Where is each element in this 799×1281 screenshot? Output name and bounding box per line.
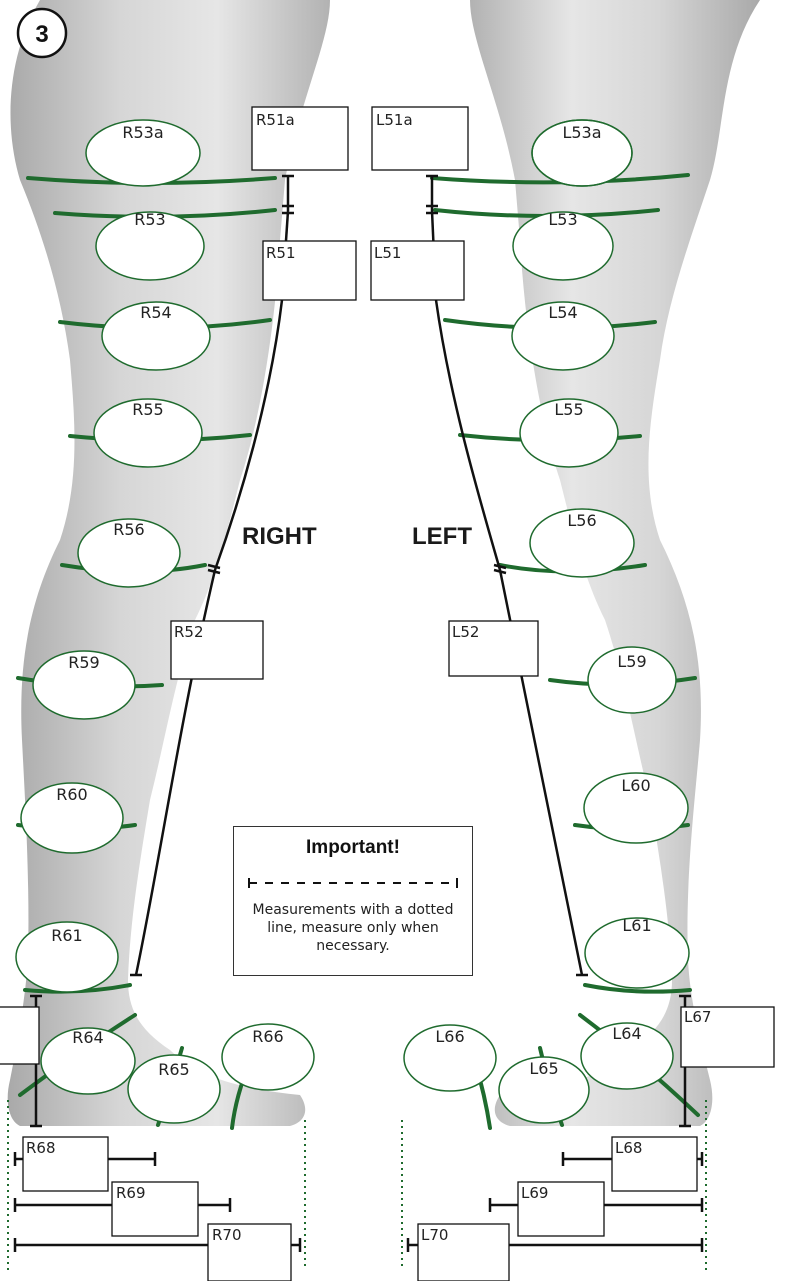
l51a-box-label: L51a bbox=[376, 111, 413, 129]
r60-label: R60 bbox=[56, 785, 87, 804]
l70-box-label: L70 bbox=[421, 1226, 448, 1244]
l55-label: L55 bbox=[554, 400, 583, 419]
r52-box-label: R52 bbox=[174, 623, 204, 641]
l53a-label: L53a bbox=[562, 123, 601, 142]
r59-label: R59 bbox=[68, 653, 99, 672]
right-side-label: RIGHT bbox=[242, 523, 317, 550]
r67-input-box[interactable] bbox=[0, 1007, 39, 1064]
l53-label: L53 bbox=[548, 210, 577, 229]
l61-label: L61 bbox=[622, 916, 651, 935]
important-note-box: Important! Measurements with a dotted li… bbox=[233, 826, 473, 976]
r68-box-label: R68 bbox=[26, 1139, 56, 1157]
left-side-label: LEFT bbox=[412, 523, 472, 550]
l54-label: L54 bbox=[548, 303, 577, 322]
r66-label: R66 bbox=[252, 1027, 283, 1046]
l68-box-label: L68 bbox=[615, 1139, 642, 1157]
r54-label: R54 bbox=[140, 303, 171, 322]
r53a-label: R53a bbox=[122, 123, 163, 142]
l67-box-label: L67 bbox=[684, 1008, 711, 1026]
l59-label: L59 bbox=[617, 652, 646, 671]
l52-box-label: L52 bbox=[452, 623, 479, 641]
r55-label: R55 bbox=[132, 400, 163, 419]
r65-label: R65 bbox=[158, 1060, 189, 1079]
l69-box-label: L69 bbox=[521, 1184, 548, 1202]
r69-box-label: R69 bbox=[116, 1184, 146, 1202]
r70-box-label: R70 bbox=[212, 1226, 242, 1244]
r56-label: R56 bbox=[113, 520, 144, 539]
r51a-box-label: R51a bbox=[256, 111, 295, 129]
r61-label: R61 bbox=[51, 926, 82, 945]
important-note-text: Measurements with a dotted line, measure… bbox=[234, 901, 472, 955]
r51-box-label: R51 bbox=[266, 244, 296, 262]
l51-box-label: L51 bbox=[374, 244, 401, 262]
l65-label: L65 bbox=[529, 1059, 558, 1078]
l56-label: L56 bbox=[567, 511, 596, 530]
step-number: 3 bbox=[35, 21, 48, 48]
l64-label: L64 bbox=[612, 1024, 641, 1043]
l66-label: L66 bbox=[435, 1027, 464, 1046]
r53-label: R53 bbox=[134, 210, 165, 229]
important-note-title: Important! bbox=[234, 837, 472, 859]
dotted-line-legend bbox=[248, 877, 458, 889]
l60-label: L60 bbox=[621, 776, 650, 795]
r64-label: R64 bbox=[72, 1028, 103, 1047]
